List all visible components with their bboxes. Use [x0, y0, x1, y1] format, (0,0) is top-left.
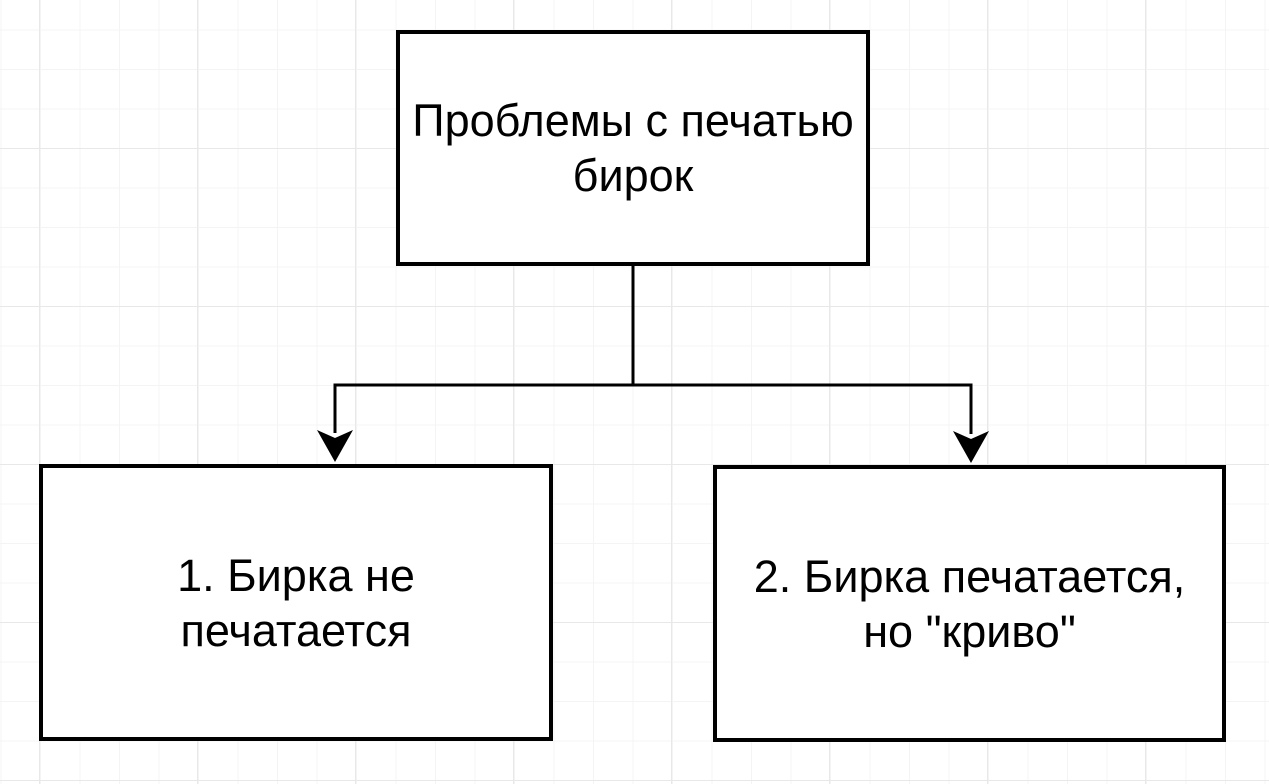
node-tag-not-printing[interactable]: 1. Бирка не печатается — [39, 464, 553, 741]
node-tag-prints-crooked[interactable]: 2. Бирка печатается, но "криво" — [713, 465, 1226, 742]
arrowhead-down-icon — [317, 430, 353, 462]
node-label: 1. Бирка не печатается — [177, 549, 415, 656]
edge-root-to-case1[interactable] — [317, 266, 635, 462]
node-label: Проблемы с печатью бирок — [412, 95, 854, 201]
node-print-problems-root[interactable]: Проблемы с печатью бирок — [396, 30, 870, 266]
arrowhead-down-icon — [953, 431, 989, 463]
node-label: 2. Бирка печатается, но "криво" — [753, 550, 1186, 657]
edge-root-to-case2[interactable] — [633, 383, 989, 463]
